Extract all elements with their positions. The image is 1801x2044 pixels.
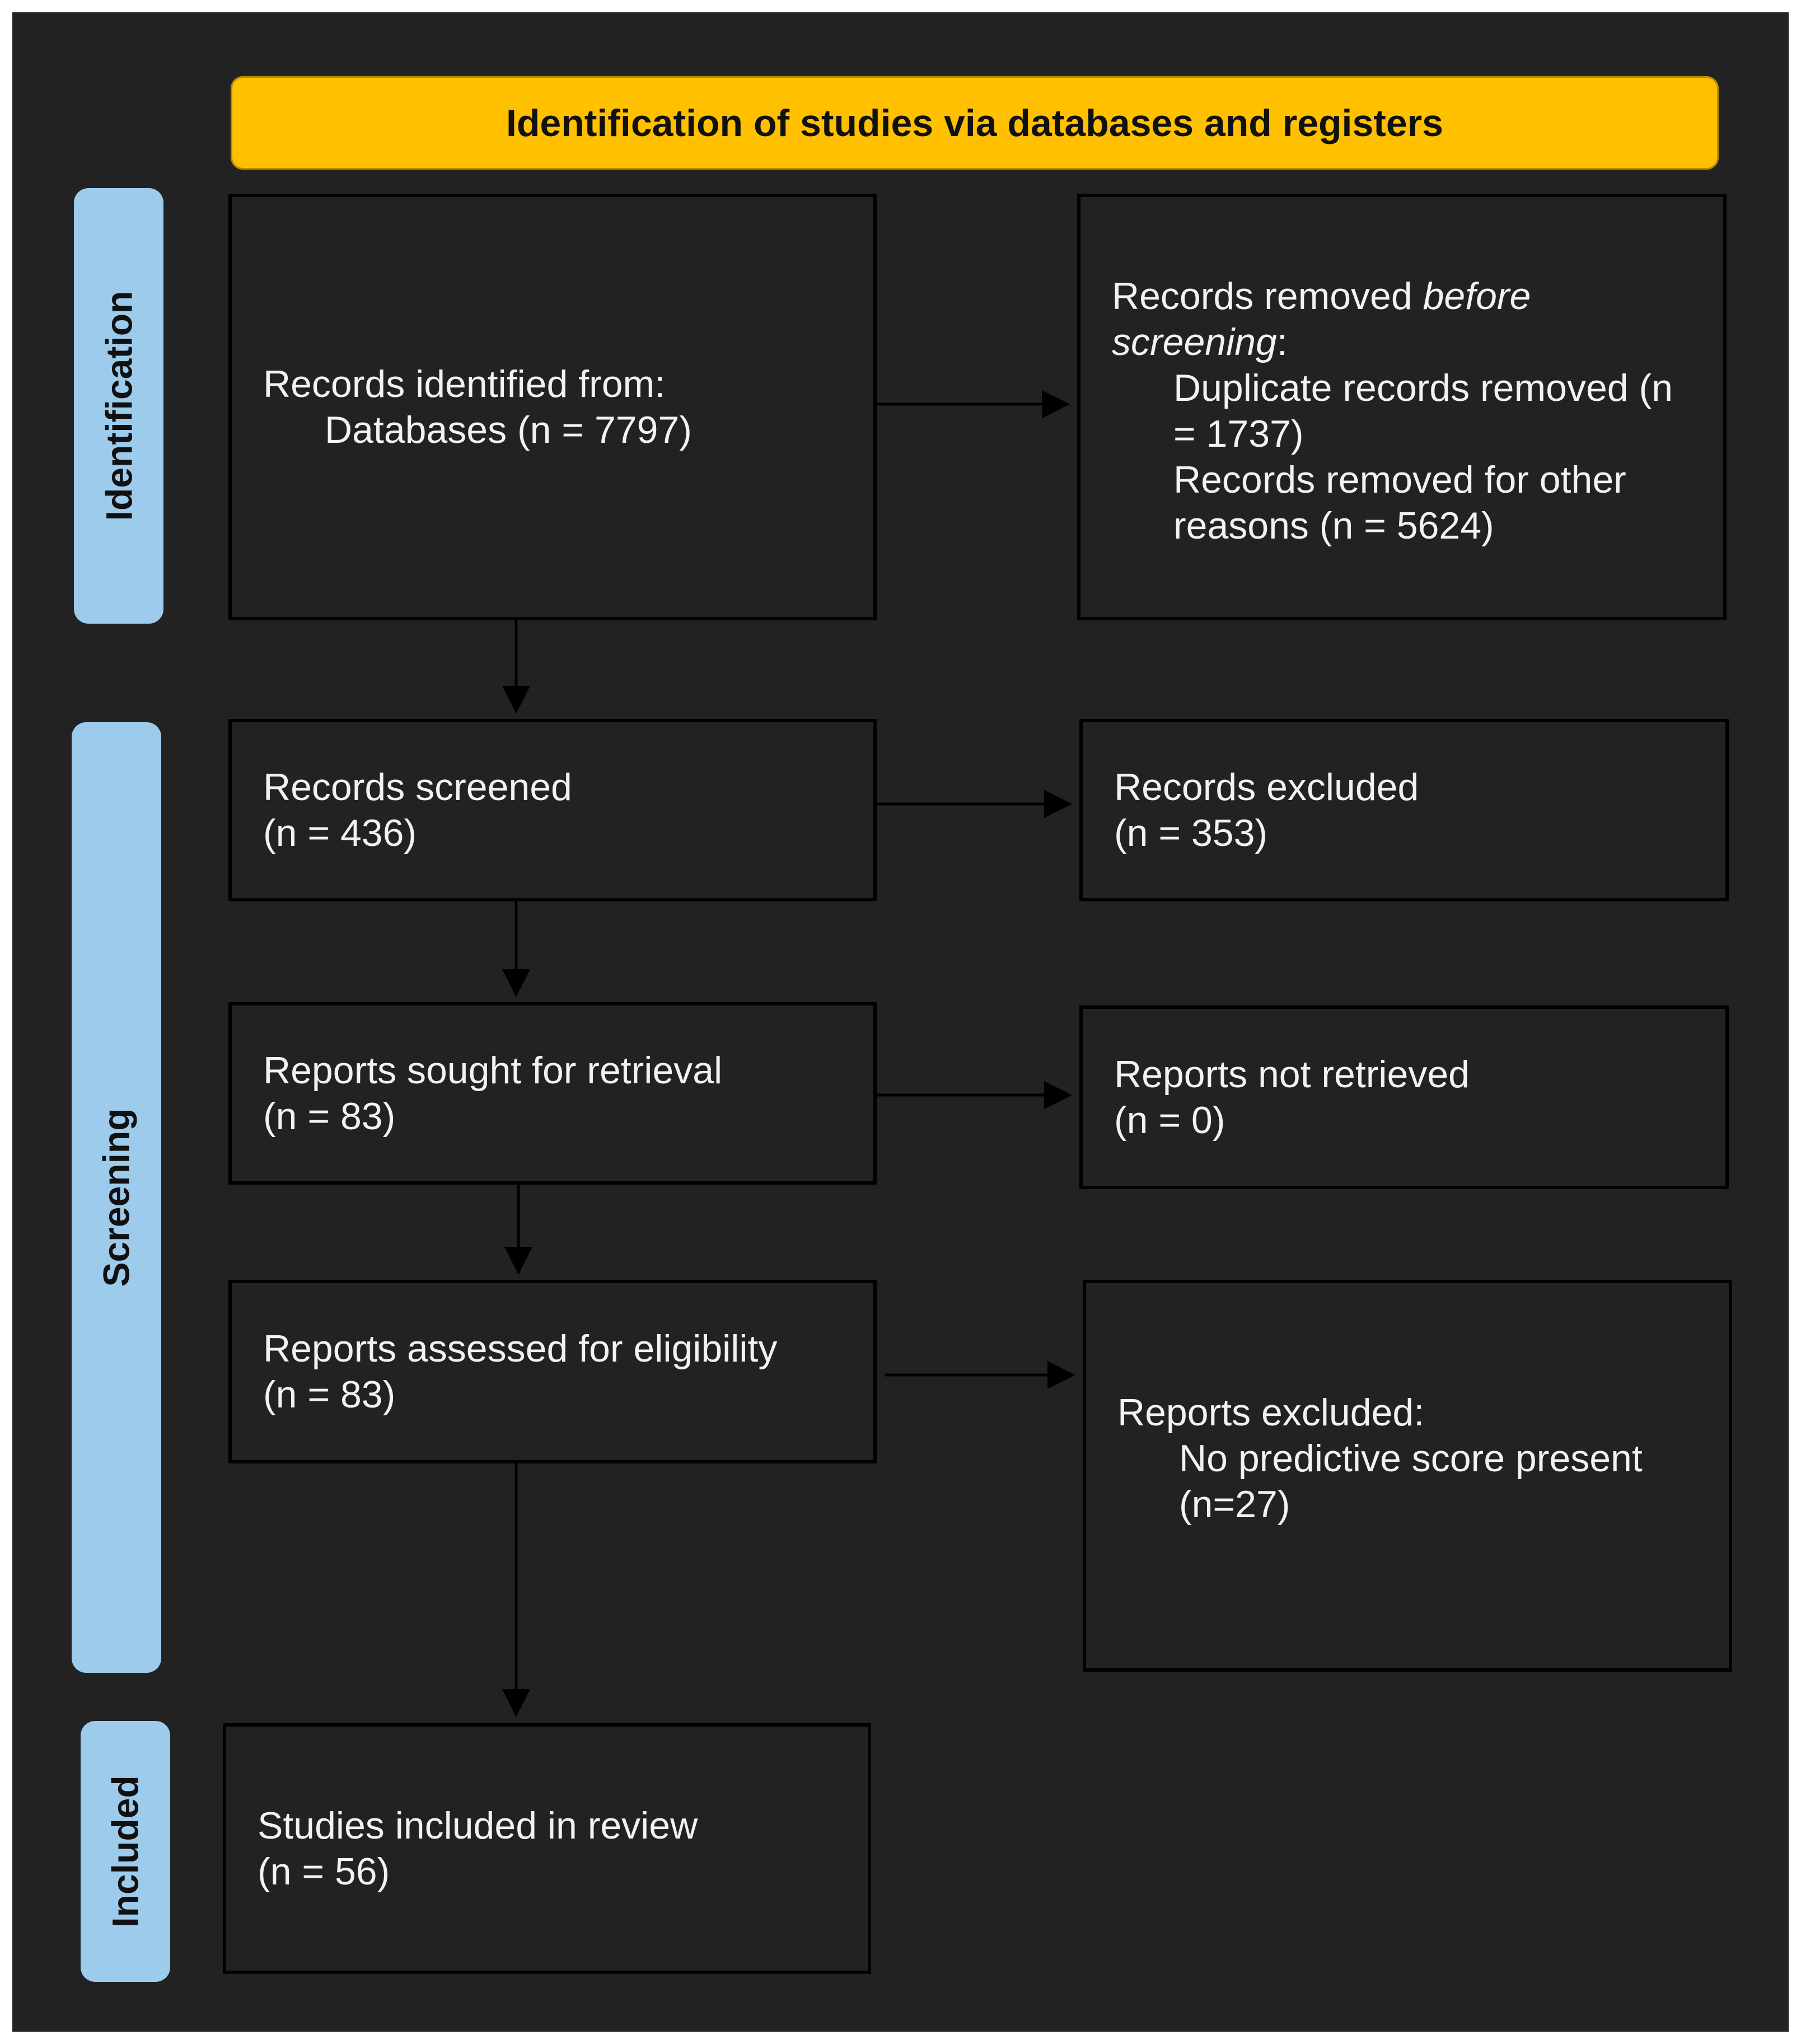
box-reports-sought: Reports sought for retrieval (n = 83) xyxy=(228,1002,877,1185)
records-removed-label-pre: Records removed xyxy=(1112,275,1423,317)
phase-identification: Identification xyxy=(74,188,163,624)
box-reports-assessed: Reports assessed for eligibility (n = 83… xyxy=(228,1280,877,1463)
reports-assessed-count: (n = 83) xyxy=(263,1373,396,1416)
reports-sought-label: Reports sought for retrieval xyxy=(263,1049,723,1092)
box-records-removed: Records removed before screening: Duplic… xyxy=(1077,194,1727,620)
studies-included-label: Studies included in review xyxy=(258,1804,698,1847)
records-screened-label: Records screened xyxy=(263,766,572,808)
records-screened-count: (n = 436) xyxy=(263,812,417,854)
header-banner: Identification of studies via databases … xyxy=(231,76,1719,170)
records-removed-other-1: Records removed for other xyxy=(1173,459,1626,501)
records-excluded-count: (n = 353) xyxy=(1114,812,1268,854)
records-removed-duplicates-1: Duplicate records removed (n xyxy=(1173,367,1673,409)
box-records-identified: Records identified from: Databases (n = … xyxy=(228,194,877,620)
reports-excluded-reason-1: No predictive score present xyxy=(1179,1437,1643,1480)
reports-sought-count: (n = 83) xyxy=(263,1095,396,1138)
records-removed-label-2: screening: xyxy=(1112,319,1701,365)
box-records-screened: Records screened (n = 436) xyxy=(228,719,877,901)
records-excluded-label: Records excluded xyxy=(1114,766,1419,808)
box-reports-not-retrieved: Reports not retrieved (n = 0) xyxy=(1079,1005,1729,1189)
reports-assessed-label: Reports assessed for eligibility xyxy=(263,1327,778,1370)
studies-included-count: (n = 56) xyxy=(258,1850,390,1893)
box-studies-included: Studies included in review (n = 56) xyxy=(223,1723,871,1974)
records-removed-label: Records removed before xyxy=(1112,273,1701,319)
reports-excluded-reason-2: (n=27) xyxy=(1179,1483,1290,1526)
reports-not-retrieved-count: (n = 0) xyxy=(1114,1099,1225,1142)
box-reports-excluded: Reports excluded: No predictive score pr… xyxy=(1083,1280,1732,1672)
records-removed-label-post: : xyxy=(1276,321,1288,363)
reports-not-retrieved-label: Reports not retrieved xyxy=(1114,1053,1470,1096)
box-records-excluded: Records excluded (n = 353) xyxy=(1079,719,1729,901)
records-identified-databases: Databases (n = 7797) xyxy=(325,409,692,451)
records-removed-label-em1: before xyxy=(1423,275,1531,317)
records-removed-label-em2: screening xyxy=(1112,321,1277,363)
header-title: Identification of studies via databases … xyxy=(506,101,1444,144)
records-identified-label: Records identified from: xyxy=(263,363,666,405)
phase-screening: Screening xyxy=(72,722,161,1673)
reports-excluded-label: Reports excluded: xyxy=(1117,1391,1425,1434)
records-removed-other-2: reasons (n = 5624) xyxy=(1173,504,1494,547)
phase-included: Included xyxy=(81,1721,170,1982)
records-removed-duplicates-2: = 1737) xyxy=(1173,413,1304,455)
